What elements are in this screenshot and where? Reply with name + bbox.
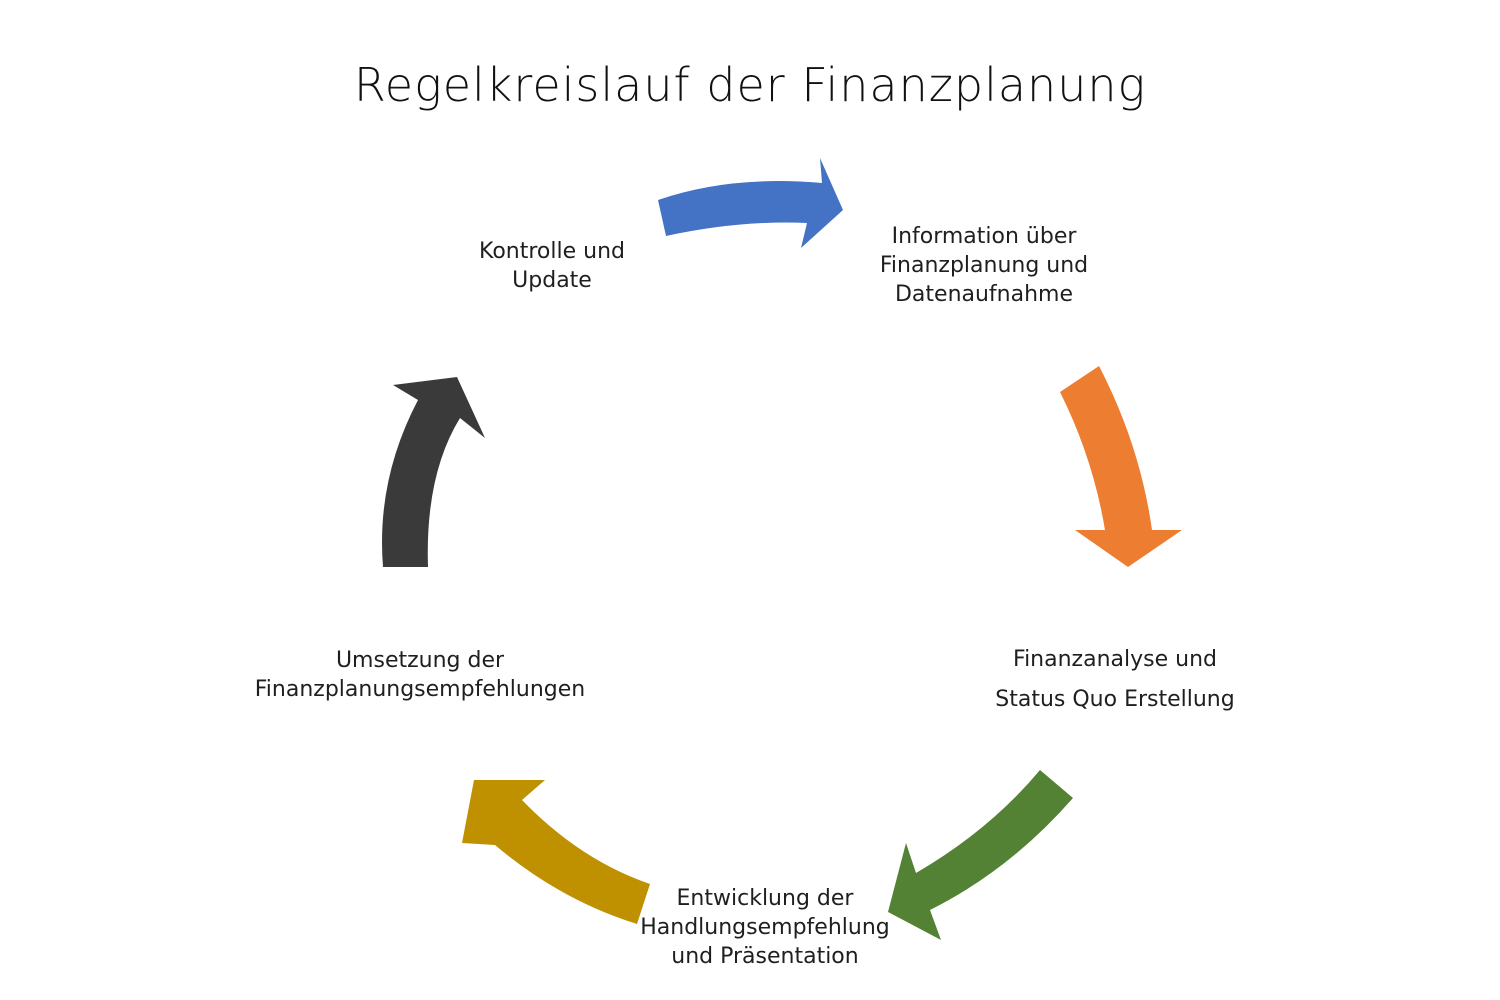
arrow-dark	[382, 377, 485, 567]
step-label-line: Datenaufnahme	[894, 282, 1074, 307]
step-entwicklung-handlungsempfehlung: Entwicklung der Handlungsempfehlung und …	[625, 884, 905, 971]
step-label-line: Umsetzung der	[335, 648, 505, 673]
arrow-gold	[462, 780, 650, 924]
arrow-orange	[1060, 366, 1182, 567]
step-label-line: Finanzplanungsempfehlungen	[254, 677, 586, 702]
arrow-blue	[658, 158, 843, 248]
step-label-line: Status Quo Erstellung	[995, 687, 1235, 712]
step-label-line: Information über	[891, 224, 1077, 249]
step-umsetzung-finanzplanungsempfehlungen: Umsetzung der Finanzplanungsempfehlungen	[235, 646, 605, 704]
step-label-line: Finanzanalyse und	[1013, 647, 1217, 672]
step-label-line: Finanzplanung und	[879, 253, 1089, 278]
step-label-line: Kontrolle und	[479, 239, 625, 264]
step-kontrolle-und-update: Kontrolle und Update	[452, 237, 652, 295]
step-information-datenaufnahme: Information über Finanzplanung und Daten…	[864, 222, 1104, 309]
step-label-line: Entwicklung der	[676, 886, 854, 911]
diagram-title: Regelkreislauf der Finanzplanung	[353, 58, 1147, 112]
step-finanzanalyse-status-quo: Finanzanalyse und Status Quo Erstellung	[980, 640, 1250, 720]
step-label-line: und Präsentation	[671, 944, 859, 969]
arrow-green	[888, 770, 1073, 940]
step-label-line: Handlungsempfehlung	[640, 915, 890, 940]
step-label-line: Update	[512, 268, 592, 293]
